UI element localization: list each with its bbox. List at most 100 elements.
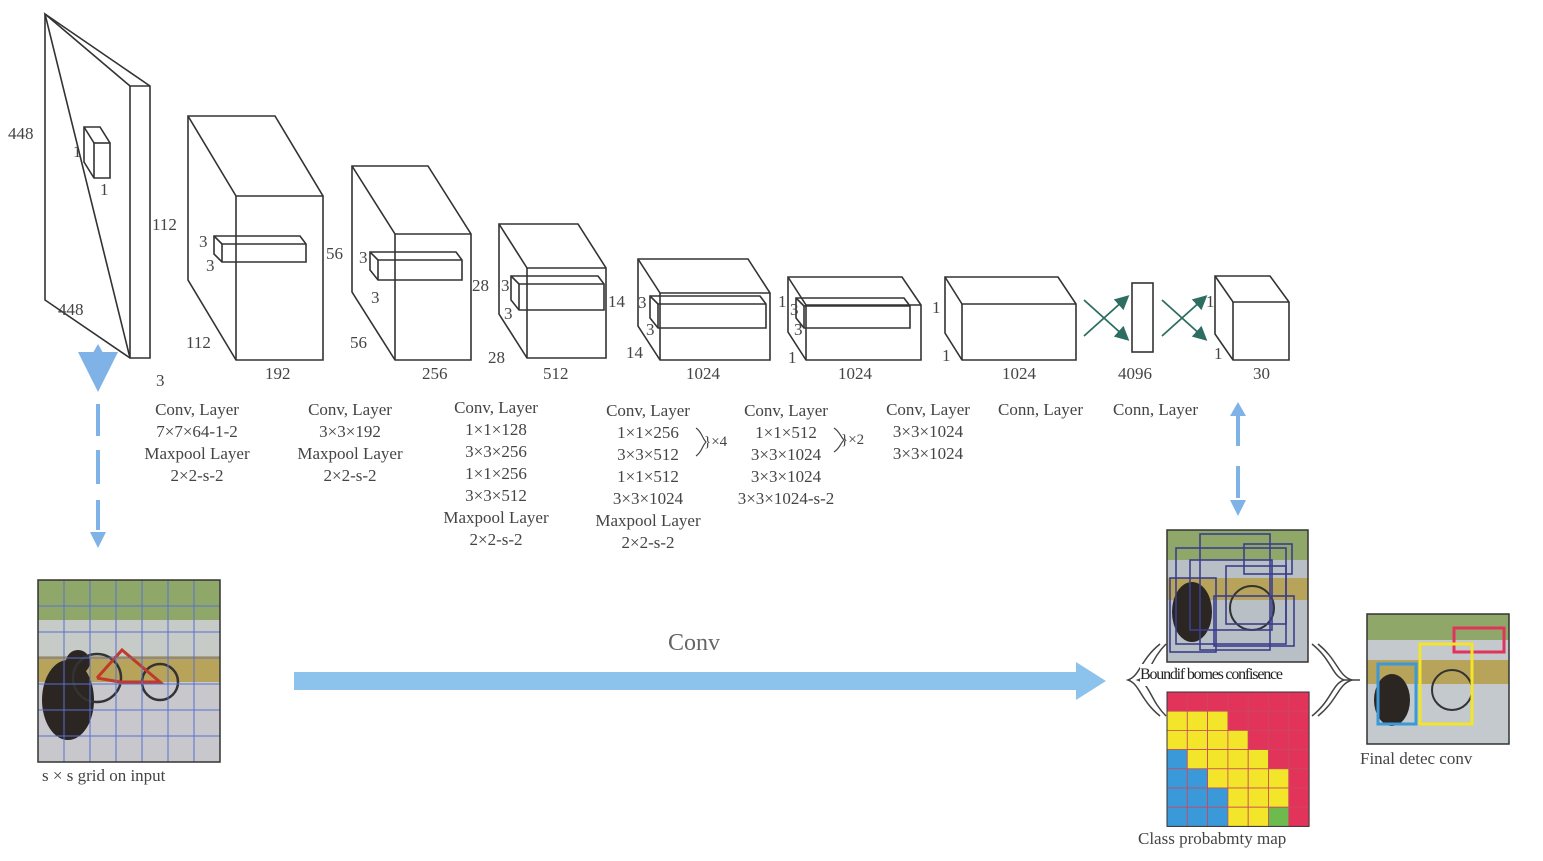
caption-line: Maxpool Layer (144, 444, 250, 463)
caption-line: Conv, Layer (606, 401, 690, 420)
block-4-depth: 1024 (686, 364, 720, 383)
class-map-border (1166, 691, 1310, 827)
caption-line: 1×1×256 (465, 464, 527, 483)
caption-block-2: Conv, Layer 3×3×192 Maxpool Layer 2×2-s-… (280, 399, 420, 487)
block-3-volume (498, 223, 607, 359)
class-map-cell (1186, 768, 1209, 789)
block-3-kernel-b: 3 (504, 304, 513, 323)
class-map-cell (1247, 768, 1269, 789)
caption-line: Conv, Layer (744, 401, 828, 420)
caption-line: 2×2-s-2 (469, 530, 523, 549)
caption-line: 3×3×1024 (750, 445, 822, 464)
caption-line: 3×3×192 (319, 422, 381, 441)
caption-line: 3×3×1024 (892, 444, 964, 463)
class-map-cell (1268, 691, 1290, 712)
block-1-height: 112 (152, 215, 177, 234)
caption-line: Maxpool Layer (443, 508, 549, 527)
class-map-cell (1227, 710, 1249, 731)
block-5-height: 1 (778, 292, 787, 311)
class-map-cell (1186, 691, 1209, 712)
class-map-caption: Class probabmty map (1138, 829, 1287, 848)
class-map-cell (1247, 730, 1269, 751)
output-height: 1 (1206, 292, 1215, 311)
block-1-width: 112 (186, 333, 211, 352)
bbox-caption: Boundif bomes confisence (1140, 664, 1283, 686)
block-1-depth: 192 (265, 364, 291, 383)
repeat-braces (695, 427, 845, 457)
fc-depth: 4096 (1118, 364, 1152, 383)
conv-arrow-label: Conv (668, 630, 721, 656)
caption-line: 3×3×512 (617, 445, 679, 464)
output-volume (1214, 275, 1290, 361)
class-map-cell (1186, 710, 1209, 731)
class-map-cell (1268, 730, 1290, 751)
class-map-cell (1268, 749, 1290, 770)
block-5-width: 1 (788, 348, 797, 367)
block-2-width: 56 (350, 333, 367, 352)
block-6-height: 1 (932, 298, 941, 317)
class-map-cell (1288, 691, 1310, 712)
class-probability-map (1166, 691, 1310, 827)
block-1-kernel-b: 3 (206, 256, 215, 275)
braces (1125, 643, 1360, 717)
input-kernel-b: 1 (100, 180, 109, 199)
class-map-cell (1288, 787, 1310, 808)
block-3-height: 28 (472, 276, 489, 295)
class-map-cell (1227, 806, 1249, 827)
class-map-cell (1247, 787, 1269, 808)
class-map-cell (1268, 806, 1290, 827)
block-2-volume (351, 165, 472, 361)
block-4-kernel-a: 3 (638, 293, 647, 312)
caption-line: 1×1×512 (617, 467, 679, 486)
caption-block-5: Conv, Layer 1×1×512 3×3×1024 3×3×1024 3×… (716, 400, 856, 510)
class-map-cell (1186, 730, 1209, 751)
input-grid-image (37, 579, 221, 763)
class-map-cell (1227, 768, 1249, 789)
class-map-cell (1207, 768, 1229, 789)
class-map-cell (1207, 730, 1229, 751)
class-map-cell (1227, 787, 1249, 808)
caption-line: Maxpool Layer (595, 511, 701, 530)
caption-line: 7×7×64-1-2 (156, 422, 238, 441)
class-map-cell (1207, 749, 1229, 770)
class-map-cell (1247, 691, 1269, 712)
caption-line: 1×1×256 (617, 423, 679, 442)
class-map-cell (1166, 806, 1188, 827)
caption-line: 3×3×1024 (750, 467, 822, 486)
block-6-volume (944, 276, 1077, 361)
class-map-cell (1166, 710, 1188, 731)
block-2-kernel-b: 3 (371, 288, 380, 307)
bbox-image (1166, 529, 1309, 663)
class-map-cell (1227, 749, 1249, 770)
block-4-kernel-b: 3 (646, 320, 655, 339)
block-3-width: 28 (488, 348, 505, 367)
block-4-volume (637, 258, 771, 361)
blue-arrows (78, 344, 1246, 548)
caption-line: 3×3×1024 (892, 422, 964, 441)
conv-arrow (294, 662, 1106, 700)
caption-block-6: Conv, Layer 3×3×1024 3×3×1024 (860, 399, 996, 465)
caption-line: 3×3×512 (465, 486, 527, 505)
block-5-kernel-a: 3 (790, 300, 799, 319)
caption-block-3: Conv, Layer 1×1×128 3×3×256 1×1×256 3×3×… (426, 397, 566, 551)
class-map-cell (1186, 787, 1209, 808)
class-map-cell (1227, 730, 1249, 751)
caption-line: Maxpool Layer (297, 444, 403, 463)
caption-line: Conv, Layer (155, 400, 239, 419)
class-map-cell (1288, 749, 1310, 770)
class-map-cell (1227, 691, 1249, 712)
class-map-cell (1268, 787, 1290, 808)
class-map-cell (1288, 806, 1310, 827)
block-5-depth: 1024 (838, 364, 872, 383)
caption-line: 2×2-s-2 (323, 466, 377, 485)
caption-line: 1×1×512 (755, 423, 817, 442)
block-2-depth: 256 (422, 364, 448, 383)
class-map-cell (1288, 768, 1310, 789)
caption-block-4: Conv, Layer 1×1×256 3×3×512 1×1×512 3×3×… (578, 400, 718, 554)
block-6-depth: 1024 (1002, 364, 1036, 383)
block-1-kernel-a: 3 (199, 232, 208, 251)
feature-volumes (43, 12, 1290, 361)
class-map-cell (1288, 710, 1310, 731)
block-3-kernel-a: 3 (501, 276, 510, 295)
